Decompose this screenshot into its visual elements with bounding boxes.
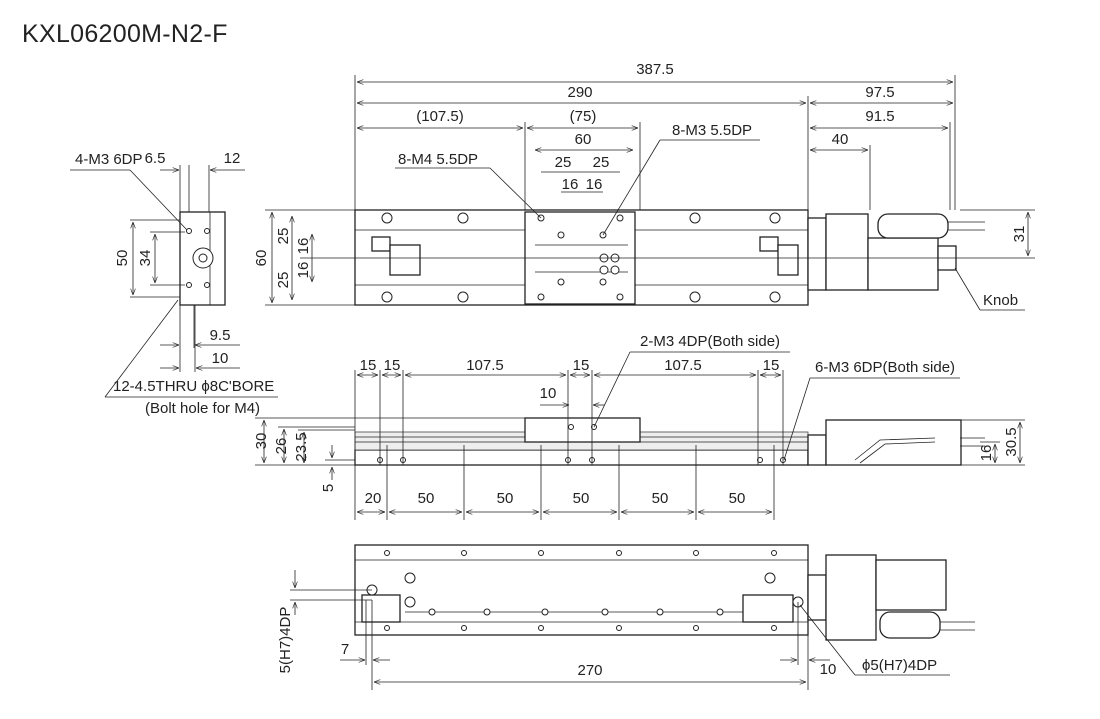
side-base	[354, 449, 809, 466]
callout-2-m3: 2-M3 4DP(Both side)	[640, 333, 780, 350]
dim-60-table: 60	[575, 131, 592, 148]
dim-34: 34	[137, 250, 154, 267]
dim-15-b: 15	[384, 357, 401, 374]
callout-phi5-h7: ϕ5(H7)4DP	[862, 657, 937, 674]
side-view: 15 15 107.5 15 107.5 15 10 30 26 23.5 5 …	[253, 333, 1025, 520]
dim-50-a: 50	[418, 490, 435, 507]
callout-4-m3: 4-M3 6DP	[75, 151, 143, 168]
dim-25-lower: 25	[275, 272, 292, 289]
top-dimension-lines	[265, 75, 1035, 311]
dim-23-5: 23.5	[293, 432, 310, 461]
dim-12: 12	[224, 150, 241, 167]
bottom-base	[354, 544, 809, 636]
dim-107-5-b: 107.5	[664, 357, 702, 374]
dim-50-d: 50	[652, 490, 669, 507]
dim-387-5: 387.5	[636, 61, 674, 78]
dim-50-c: 50	[573, 490, 590, 507]
motor-unit	[807, 213, 985, 291]
dim-97-5: 97.5	[865, 84, 894, 101]
drawing-title: KXL06200M-N2-F	[22, 20, 228, 48]
dim-50-b: 50	[497, 490, 514, 507]
dim-15-c: 15	[573, 357, 590, 374]
dim-7: 7	[341, 641, 349, 658]
dim-16-upper: 16	[295, 238, 312, 255]
callout-6-m3: 6-M3 6DP(Both side)	[815, 359, 955, 376]
dim-16-lower: 16	[295, 262, 312, 279]
mounting-holes	[381, 212, 781, 303]
dim-290: 290	[567, 84, 592, 101]
dim-50: 50	[114, 250, 131, 267]
dim-20: 20	[365, 490, 382, 507]
dim-75-ref: (75)	[570, 108, 597, 125]
dim-5-h7-4dp: 5(H7)4DP	[277, 607, 294, 674]
dim-15-a: 15	[360, 357, 377, 374]
dim-30: 30	[253, 433, 270, 450]
dim-50-e: 50	[729, 490, 746, 507]
dim-6-5: 6.5	[145, 150, 166, 167]
callout-bolt-holes: 12-4.5THRU ϕ8C'BORE	[113, 378, 274, 395]
dim-25-a: 25	[555, 154, 572, 171]
dim-5: 5	[320, 484, 337, 492]
dim-16-b: 16	[586, 176, 603, 193]
side-slider	[524, 417, 641, 443]
dim-107-5-a: 107.5	[466, 357, 504, 374]
callout-bolt-note: (Bolt hole for M4)	[145, 400, 260, 417]
dim-91-5: 91.5	[865, 108, 894, 125]
dim-270: 270	[577, 662, 602, 679]
top-view: 387.5 290 97.5 (107.5) (75) 91.5 60 40 2…	[253, 61, 1035, 311]
bottom-holes	[366, 550, 804, 631]
dim-60-width: 60	[253, 250, 270, 267]
dim-107-5-ref: (107.5)	[416, 108, 464, 125]
dim-15-d: 15	[763, 357, 780, 374]
dim-25-upper: 25	[275, 228, 292, 245]
dim-10: 10	[212, 350, 229, 367]
dim-10-bottom: 10	[820, 661, 837, 678]
callout-8-m3: 8-M3 5.5DP	[672, 122, 752, 139]
dim-25-b: 25	[593, 154, 610, 171]
dim-16-a: 16	[562, 176, 579, 193]
callout-8-m4: 8-M4 5.5DP	[398, 151, 478, 168]
dim-31: 31	[1011, 226, 1028, 243]
callout-knob: Knob	[983, 292, 1018, 309]
dim-40: 40	[832, 131, 849, 148]
dim-26: 26	[273, 438, 290, 455]
dim-16-side: 16	[978, 445, 995, 462]
end-view: 4-M3 6DP 6.5 12 50 34 9.5 10 12-4.5THRU …	[70, 150, 278, 417]
bottom-view: 5(H7)4DP 270 7 10 ϕ5(H7)4DP	[277, 544, 975, 690]
dim-30-5: 30.5	[1003, 427, 1020, 456]
dim-9-5: 9.5	[210, 327, 231, 344]
dim-10-side: 10	[540, 385, 557, 402]
